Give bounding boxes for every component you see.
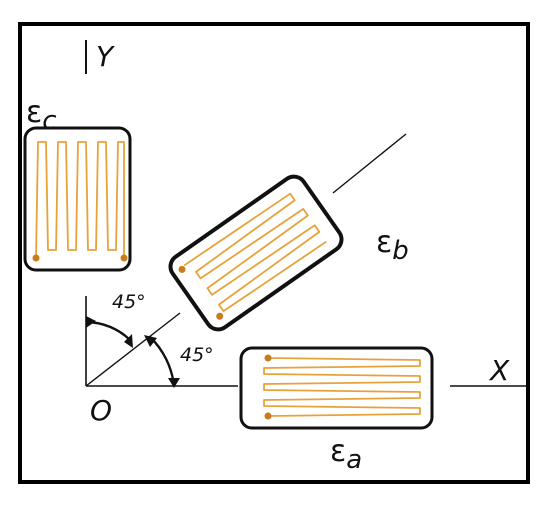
gauge-b [168, 174, 344, 332]
angle-arrow-lower-b [168, 378, 180, 388]
gauge-a-grid [263, 357, 421, 417]
gauge-c-label: εc [26, 95, 57, 136]
origin-label: O [90, 394, 112, 427]
y-axis-label: Y [96, 40, 115, 73]
angle-arrow-upper [86, 316, 96, 328]
angle-arrow-lower [144, 335, 157, 347]
gauge-c-solder-left [32, 254, 40, 262]
angle-label-upper: 45° [112, 291, 146, 313]
gauge-b-grid [183, 192, 327, 313]
gauge-a-solder-top [264, 354, 272, 362]
gauge-a-solder-bottom [264, 412, 272, 420]
gauge-b-label: εb [376, 225, 409, 266]
gauge-c-solder-right [120, 254, 128, 262]
diagonal-axis [85, 312, 181, 387]
gauge-b-solder-right [216, 312, 224, 320]
angle-arrow-upper-b [124, 334, 133, 348]
x-axis-label: X [488, 354, 510, 387]
gauge-a-label: εa [330, 434, 362, 475]
gauge-c [23, 126, 132, 272]
gauge-b-solder-left [178, 265, 186, 273]
angle-label-lower: 45° [180, 344, 214, 366]
gauge-a [239, 346, 434, 430]
gauge-c-grid [35, 141, 125, 259]
diagonal-axis-upper [332, 133, 407, 194]
